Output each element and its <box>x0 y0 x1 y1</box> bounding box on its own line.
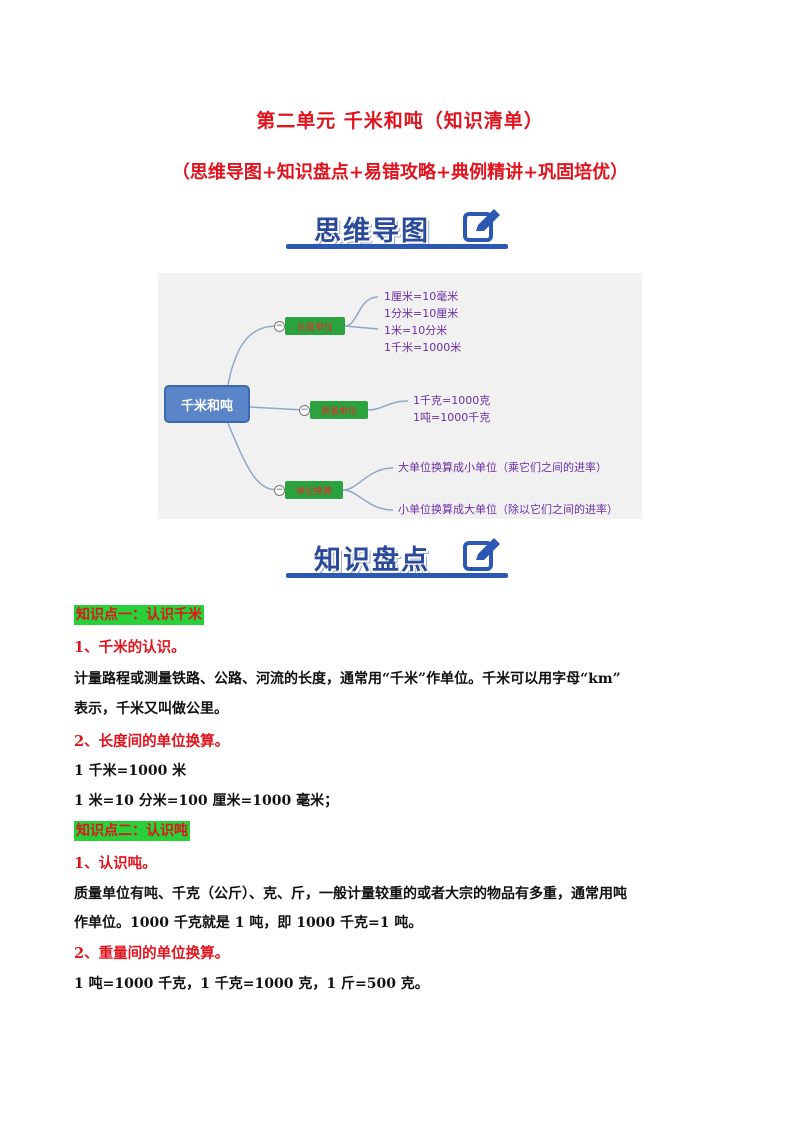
mind-map-banner: 思维导图 <box>286 207 516 253</box>
paragraph-line: 1 千米=1000 米 <box>74 763 187 779</box>
paragraph-line: 1 米=10 分米=100 厘米=1000 毫米； <box>74 793 339 809</box>
mind-map-root: 千米和吨 <box>164 385 250 423</box>
banner-underline <box>286 244 508 249</box>
section-heading: 2、长度间的单位换算。 <box>74 733 230 750</box>
page-title: 第二单元 千米和吨（知识清单） <box>256 110 544 132</box>
leaf-item: 1分米=10厘米 <box>384 307 459 320</box>
branch-unit-conversion: 单位换算 <box>285 481 343 499</box>
mind-map: 千米和吨 − 长度单位 1厘米=10毫米 1分米=10厘米 1米=10分米 1千… <box>158 273 642 519</box>
paragraph-line: 质量单位有吨、千克（公斤）、克、斤，一般计量较重的或者大宗的物品有多重，通常用吨 <box>74 886 627 902</box>
branch-mass-units: 质量单位 <box>310 401 368 419</box>
collapse-icon[interactable]: − <box>274 485 285 496</box>
knowledge-banner-label: 知识盘点 <box>314 545 430 576</box>
collapse-icon[interactable]: − <box>299 405 310 416</box>
banner-underline <box>286 573 508 578</box>
knowledge-point-heading: 知识点二：认识吨 <box>74 821 190 841</box>
edit-icon <box>463 538 500 571</box>
knowledge-point-heading: 知识点一：认识千米 <box>74 605 204 625</box>
length-units-leaves: 1厘米=10毫米 1分米=10厘米 1米=10分米 1千米=1000米 <box>384 288 461 356</box>
leaf-item: 小单位换算成大单位（除以它们之间的进率） <box>398 503 618 516</box>
paragraph-line: 作单位。1000 千克就是 1 吨，即 1000 千克=1 吨。 <box>74 915 423 931</box>
branch-length-units: 长度单位 <box>285 317 345 335</box>
mind-map-banner-label: 思维导图 <box>314 216 430 247</box>
paragraph-line: 计量路程或测量铁路、公路、河流的长度，通常用“千米”作单位。千米可以用字母“km… <box>74 671 621 687</box>
edit-icon <box>463 209 500 242</box>
section-heading: 2、重量间的单位换算。 <box>74 945 230 962</box>
section-heading: 1、千米的认识。 <box>74 639 186 656</box>
leaf-item: 1千克=1000克 <box>413 394 491 407</box>
mass-units-leaves: 1千克=1000克 1吨=1000千克 <box>413 392 490 426</box>
collapse-icon[interactable]: − <box>274 321 285 332</box>
leaf-item: 1厘米=10毫米 <box>384 290 459 303</box>
leaf-item: 1吨=1000千克 <box>413 411 491 424</box>
mind-map-connectors <box>227 296 409 511</box>
section-heading: 1、认识吨。 <box>74 855 157 872</box>
leaf-item: 1千米=1000米 <box>384 341 462 354</box>
knowledge-banner: 知识盘点 <box>286 536 516 582</box>
page-subtitle: （思维导图+知识盘点+易错攻略+典例精讲+巩固培优） <box>171 162 629 183</box>
paragraph-line: 表示，千米又叫做公里。 <box>74 701 228 717</box>
paragraph-line: 1 吨=1000 千克，1 千克=1000 克，1 斤=500 克。 <box>74 976 429 992</box>
leaf-item: 1米=10分米 <box>384 324 448 337</box>
leaf-item: 大单位换算成小单位（乘它们之间的进率） <box>398 461 607 474</box>
